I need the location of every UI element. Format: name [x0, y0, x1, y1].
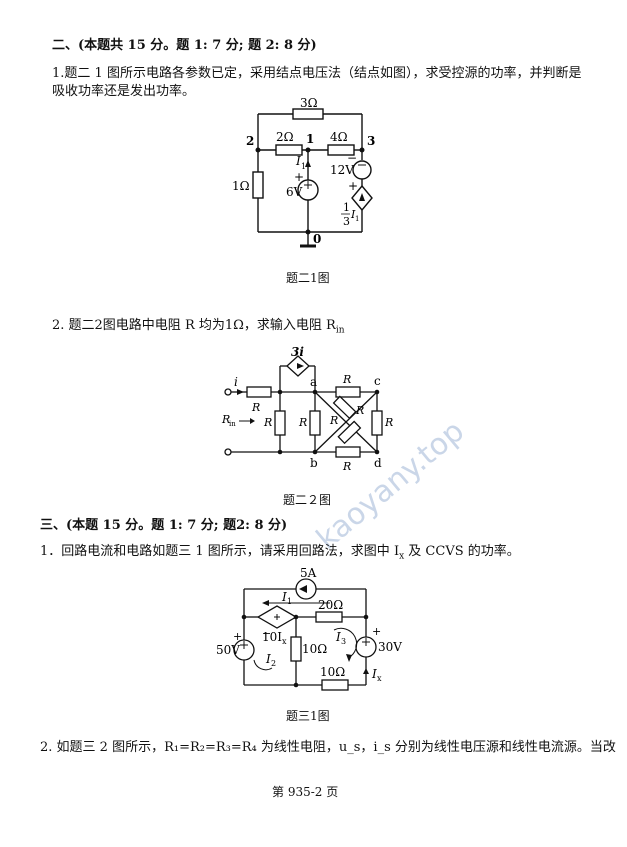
fig3-caption: 题三1图	[286, 709, 330, 723]
fig2-rin-sub: in	[229, 420, 236, 428]
s3-q1-text: 1．回路电流和电路如题三 1 图所示，请采用回路法，求图中 Ix 及 CCVS …	[40, 544, 520, 565]
fig1-node1: 1	[306, 132, 314, 146]
fig1-caption: 题二1图	[286, 271, 330, 285]
fig1-node3: 3	[367, 134, 375, 148]
fig2-rin: R	[221, 413, 230, 426]
fig3-I2-sub: 2	[271, 659, 276, 668]
fig2-r6: R	[342, 460, 351, 473]
s3-q1-tail: 及 CCVS 的功率。	[404, 544, 520, 559]
fig2-r5: R	[384, 416, 393, 429]
fig3-v50: 50V	[216, 643, 240, 657]
fig1-node2: 2	[246, 134, 254, 148]
fig1-v12-plus: +	[348, 179, 358, 193]
fig3-I2: I	[265, 652, 271, 666]
fig1-ccs-sub: 1	[355, 215, 359, 223]
fig2-ccs-label: 3i	[291, 345, 304, 359]
fig3-ccvs-sub: x	[282, 637, 287, 646]
fig1-r-left: 1Ω	[232, 179, 250, 193]
fig1-node0: 0	[313, 232, 321, 246]
fig2-r2: R	[263, 416, 272, 429]
fig1-r-21: 2Ω	[276, 130, 294, 144]
q2-text-sub: in	[335, 325, 345, 336]
fig3-r10b: 10Ω	[320, 665, 345, 679]
fig1-r-top: 3Ω	[300, 96, 318, 110]
fig3-I1: I	[281, 590, 287, 604]
q1-text-line1: 1.题二 1 图所示电路各参数已定，采用结点电压法（结点如图），求受控源的功率，…	[52, 66, 582, 81]
fig2-r1: R	[251, 401, 260, 414]
fig1-ccs-var: I	[350, 208, 356, 221]
fig2-node-a: a	[310, 375, 317, 389]
fig1-v6-plus: +	[294, 170, 304, 184]
s3-q2-text: 2. 如题三 2 图所示，R₁=R₂=R₃=R₄ 为线性电阻，u_s，i_s 分…	[40, 740, 616, 755]
fig3-ccvs: 10I	[262, 630, 282, 644]
fig3-ccvs-minus: −	[262, 627, 271, 640]
s3-q1-main: 1．回路电流和电路如题三 1 图所示，请采用回路法，求图中 I	[40, 544, 400, 559]
fig3-I3-sub: 3	[341, 637, 346, 646]
fig1-i1-sub: 1	[301, 162, 306, 171]
fig3-v30: 30V	[378, 640, 402, 654]
page-number: 第 935-2 页	[272, 785, 339, 799]
fig1-v12-minus: −	[347, 151, 357, 165]
fig1-v12: 12V	[330, 163, 354, 177]
fig1-i1: I	[295, 154, 301, 168]
fig3-Ix-sub: x	[377, 674, 382, 683]
fig3-I3: I	[335, 630, 341, 644]
fig2-r8: R	[355, 404, 364, 417]
q2-text-main: 2. 题二2图电路中电阻 R 均为1Ω，求输入电阻 R	[52, 318, 336, 333]
fig3-r20: 20Ω	[318, 598, 343, 612]
fig2-r4: R	[342, 373, 351, 386]
fig3-v50-plus: +	[233, 630, 242, 643]
q2-text: 2. 题二2图电路中电阻 R 均为1Ω，求输入电阻 Rin	[52, 318, 345, 339]
q1-text-line2: 吸收功率还是发出功率。	[52, 84, 196, 99]
fig1-r-13: 4Ω	[330, 130, 348, 144]
fig1-v6: 6V	[286, 185, 303, 199]
fig1-ccs-den: 3	[343, 215, 350, 228]
section2-heading: 二、(本题共 15 分。题 1: 7 分; 题 2: 8 分)	[52, 38, 317, 53]
s3-q1-sub: x	[399, 551, 405, 562]
fig3-r10a: 10Ω	[302, 642, 327, 656]
fig2-i-label: i	[234, 375, 238, 389]
fig2-r3: R	[298, 416, 307, 429]
section3-heading: 三、(本题 15 分。题 1: 7 分; 题2: 8 分)	[40, 518, 288, 533]
fig2-r7: R	[329, 414, 338, 427]
fig2-caption: 题二２图	[283, 493, 332, 507]
fig3-Ix: I	[371, 667, 377, 681]
fig3-I1-sub: 1	[287, 597, 292, 606]
fig2-node-d: d	[374, 456, 382, 470]
fig2-node-b: b	[310, 456, 318, 470]
fig1-ccs-num: 1	[343, 201, 350, 214]
fig2-node-c: c	[374, 374, 381, 388]
fig3-v30-plus: +	[372, 625, 381, 638]
fig3-cs: 5A	[300, 566, 317, 580]
